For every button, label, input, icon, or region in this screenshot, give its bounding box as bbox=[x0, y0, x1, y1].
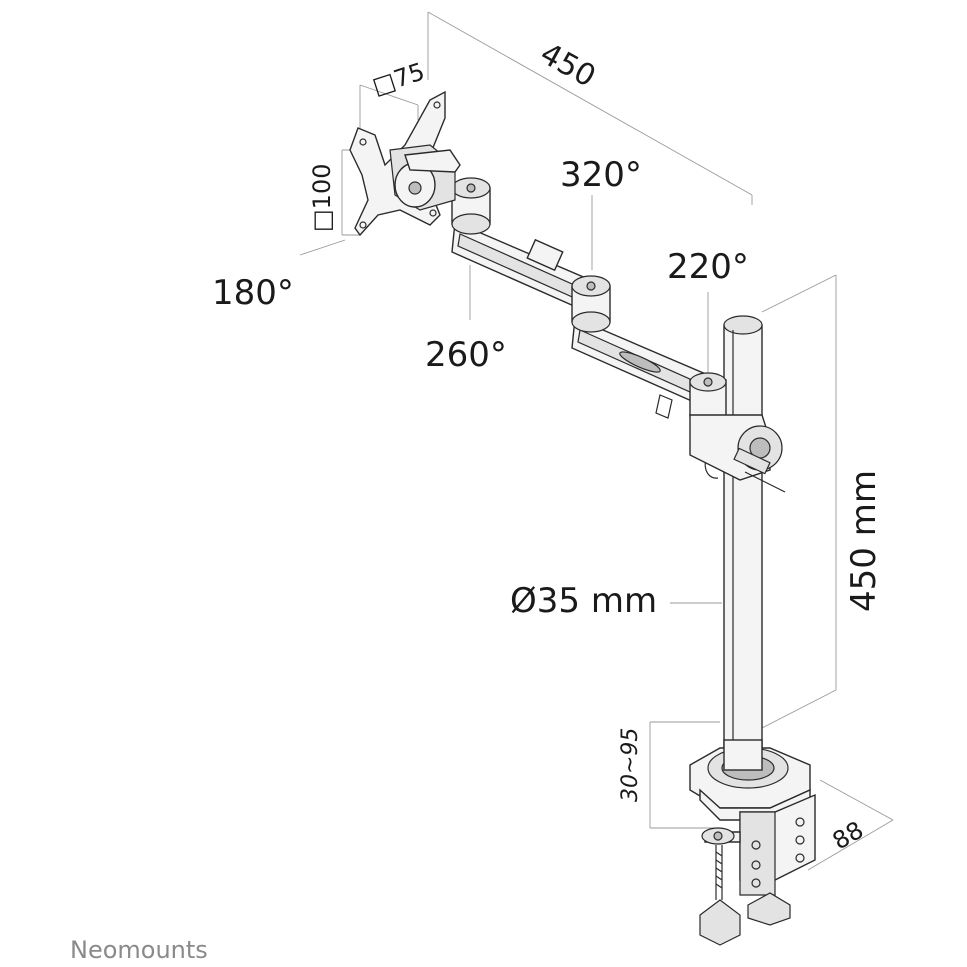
label-angle-260: 260° bbox=[425, 335, 507, 375]
label-clamp-depth: 88 bbox=[828, 816, 868, 856]
label-angle-320: 320° bbox=[560, 155, 642, 195]
desk-clamp bbox=[689, 739, 816, 946]
measurement-labels: 450 □75 □100 320° 220° 180° 260° Ø35 mm … bbox=[212, 36, 884, 855]
label-desk-thickness: 30~95 bbox=[618, 728, 643, 802]
label-angle-180: 180° bbox=[212, 273, 294, 313]
label-pole-height: 450 mm bbox=[844, 470, 884, 612]
label-angle-220: 220° bbox=[667, 247, 749, 287]
label-arm-length: 450 bbox=[534, 36, 601, 94]
label-vesa-75: □75 bbox=[369, 57, 428, 100]
label-pole-diameter: Ø35 mm bbox=[510, 581, 657, 621]
arm-segments bbox=[451, 220, 719, 479]
dimension-lines bbox=[299, 11, 894, 871]
pole bbox=[723, 315, 763, 786]
arm-joints bbox=[451, 177, 786, 493]
brand-logo: Neomounts bbox=[70, 936, 208, 964]
vesa-head bbox=[349, 90, 461, 237]
label-vesa-100: □100 bbox=[308, 164, 336, 232]
